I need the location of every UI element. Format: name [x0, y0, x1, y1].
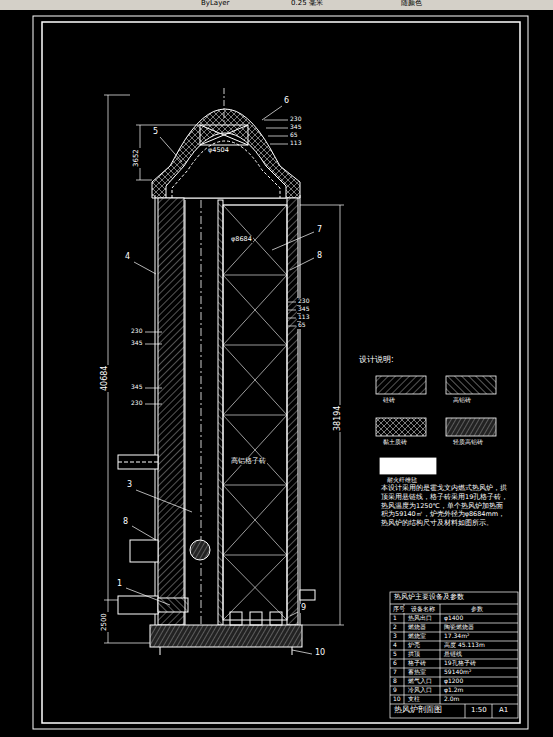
table-cell: 1: [392, 615, 398, 622]
dimension: 38194: [334, 405, 343, 432]
title-block-cell: 1:50: [470, 707, 488, 715]
table-cell: 8: [392, 678, 398, 685]
drawing-title: 热风炉剖面图: [393, 706, 443, 715]
table-cell: 2.0m: [443, 696, 460, 703]
layer-thickness: 65: [297, 322, 307, 329]
part-label: 高铝格子砖: [230, 458, 267, 465]
layer-thickness: 230: [297, 298, 310, 305]
legend-text: 耐火纤维毡: [386, 477, 418, 484]
table-cell: 支柱: [407, 696, 421, 703]
legend-swatches: [376, 376, 496, 474]
callout-number: 8: [316, 252, 323, 261]
legend-swatch: [380, 458, 436, 474]
table-cell: 高度 45.113m: [443, 642, 486, 649]
table-cell: 炉壳: [407, 642, 421, 649]
legend-swatch: [446, 418, 496, 436]
legend-swatch: [376, 418, 426, 436]
design-note: 本设计采用的是霍戈文内燃式热风炉，拱顶采用悬链线，格子砖采用19孔格子砖，热风温…: [380, 484, 510, 528]
table-cell: 格子砖: [407, 660, 427, 667]
table-cell: 4: [392, 642, 398, 649]
table-cell: 10: [392, 696, 402, 703]
callout-number: 9: [300, 604, 307, 613]
callout-number: 10: [314, 649, 326, 658]
table-cell: 19孔格子砖: [443, 660, 477, 667]
table-cell: 燃烧室: [407, 633, 427, 640]
table-cell: 3: [392, 633, 398, 640]
legend-text: 高铝砖: [452, 397, 472, 404]
callout-number: 5: [152, 128, 159, 137]
callout-number: 8: [122, 518, 129, 527]
inner-frame: [42, 22, 520, 723]
dimension: φ4504: [207, 147, 230, 154]
dimension: φ8684: [230, 236, 253, 243]
table-cell: 热风出口: [407, 615, 433, 622]
table-cell: φ1.2m: [443, 687, 464, 694]
table-header: 参数: [470, 606, 484, 613]
legend-swatch: [446, 376, 496, 394]
legend-text: 硅砖: [382, 397, 396, 404]
table-header: 序号: [392, 606, 406, 613]
callout-number: 6: [283, 97, 290, 106]
layer-thickness: 65: [289, 132, 299, 139]
callout-number: 4: [124, 253, 131, 262]
table-cell: φ1400: [443, 615, 464, 622]
layer-thickness: 345: [130, 340, 143, 347]
legend-swatch: [376, 376, 426, 394]
legend-text: 黏土质砖: [382, 439, 408, 446]
dimension: 40684: [101, 365, 110, 392]
table-header: 热风炉主要设备及参数: [393, 594, 465, 602]
layer-thickness: 230: [130, 328, 143, 335]
outer-frame: [33, 16, 528, 729]
toolbar-text: 0.25 毫米: [290, 0, 324, 8]
table-cell: 6: [392, 660, 398, 667]
table-cell: 悬链线: [443, 651, 463, 658]
table-cell: 冷风入口: [407, 687, 433, 694]
table-header: 设备名称: [410, 606, 436, 613]
callout-number: 3: [126, 481, 133, 490]
table-cell: 燃气入口: [407, 678, 433, 685]
toolbar-text: 随颜色: [400, 0, 423, 8]
table-cell: 拱顶: [407, 651, 421, 658]
callout-number: 1: [116, 580, 123, 589]
dimension: 2500: [101, 612, 109, 632]
table-cell: 2: [392, 624, 398, 631]
table-cell: 5: [392, 651, 398, 658]
notes-heading: 设计说明:: [358, 356, 395, 365]
legend-text: 轻质高铝砖: [452, 439, 484, 446]
table-cell: 9: [392, 687, 398, 694]
dimension: 3652: [133, 148, 141, 168]
toolbar: [0, 0, 553, 10]
table-cell: 蓄热室: [407, 669, 427, 676]
checker-bricks: [223, 205, 287, 620]
table-cell: 17.34m²: [443, 633, 470, 640]
layer-thickness: 230: [130, 400, 143, 407]
layer-thickness: 113: [297, 314, 310, 321]
stove: [118, 88, 315, 655]
toolbar-text: ByLayer: [200, 0, 230, 8]
table-cell: φ1200: [443, 678, 464, 685]
layer-thickness: 230: [289, 116, 302, 123]
leader-lines: [104, 95, 344, 654]
table-cell: 燃烧器: [407, 624, 427, 631]
table-cell: 7: [392, 669, 398, 676]
title-block-cell: A1: [498, 707, 509, 715]
table-cell: 59140m²: [443, 669, 472, 676]
layer-thickness: 113: [289, 140, 302, 147]
callout-number: 7: [316, 226, 323, 235]
parameter-table: [390, 592, 518, 718]
layer-thickness: 345: [289, 124, 302, 131]
layer-thickness: 345: [130, 384, 143, 391]
layer-thickness: 345: [297, 306, 310, 313]
table-cell: 陶瓷燃烧器: [443, 624, 475, 631]
